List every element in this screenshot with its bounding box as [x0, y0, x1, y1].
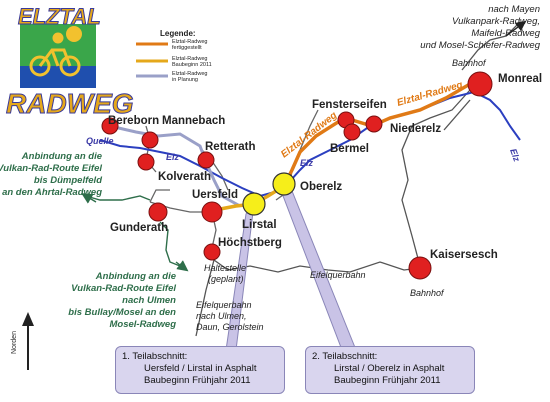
label-uersfeld: Uersfeld: [192, 189, 238, 201]
ne-note-line1: nach Mayen: [488, 4, 540, 15]
label-hoechstberg: Höchstberg: [218, 237, 282, 249]
marker-monreal: [467, 71, 493, 97]
label-eifelquerbahn: Eifelquerbahn: [310, 270, 366, 280]
marker-mannebach: [141, 131, 159, 149]
roads: [195, 21, 521, 337]
green-note-bottom: Anbindung an die Vulkan-Rad-Route Eifel …: [68, 271, 176, 330]
green-note-top: Anbindung an die Vulkan-Rad-Route Eifel …: [0, 151, 103, 198]
eifelquerbahn-note-line1: Eifelquerbahn: [196, 300, 252, 310]
green-arrow-top: [81, 193, 97, 204]
info-box-second-line3: Baubeginn Frühjahr 2011: [334, 375, 441, 386]
marker-lirstal: [242, 192, 266, 216]
label-bermel: Bermel: [330, 143, 369, 155]
green-top-line3: bis Dümpelfeld: [34, 175, 102, 186]
marker-retterath: [197, 151, 215, 169]
green-bottom-line5: Mosel-Radweg: [109, 319, 176, 330]
label-bahnhof-kaisersesch: Bahnhof: [410, 288, 445, 298]
ne-arrow: [505, 20, 527, 37]
green-top-line1: Anbindung an die: [21, 151, 103, 162]
label-geplant: (geplant): [208, 274, 244, 284]
green-bottom-line1: Anbindung an die: [95, 271, 177, 282]
info-box-second: 2. Teilabschnitt: Lirstal / Oberelz in A…: [305, 346, 475, 394]
route-planned: [109, 124, 241, 208]
info-box-first-line1: 1. Teilabschnitt:: [122, 351, 188, 362]
road-ne: [461, 21, 521, 71]
legend-title: Legende:: [160, 29, 196, 38]
green-top-line4: an den Ahrtal-Radweg: [2, 187, 102, 198]
north-arrow: Norden: [11, 312, 34, 370]
label-mannebach: Mannebach: [162, 115, 225, 127]
label-bahnhof-monreal: Bahnhof: [452, 58, 487, 68]
legend-item1-text2: fertiggestellt: [172, 45, 202, 51]
label-norden: Norden: [11, 331, 18, 354]
label-retterath: Retterath: [205, 141, 255, 153]
marker-kaisersesch: [408, 256, 432, 280]
label-elz-2: Elz: [300, 158, 314, 168]
info-box-first-line3: Baubeginn Frühjahr 2011: [144, 375, 251, 386]
green-bottom-line4: bis Bullay/Mosel an den: [68, 307, 176, 318]
label-quelle: Quelle: [86, 136, 114, 146]
green-top-line2: Vulkan-Rad-Route Eifel: [0, 163, 102, 174]
marker-uersfeld: [201, 201, 223, 223]
info-box-first: 1. Teilabschnitt: Uersfeld / Lirstal in …: [115, 346, 285, 394]
label-fensterseifen: Fensterseifen: [312, 99, 387, 111]
label-bereborn: Bereborn: [108, 115, 159, 127]
logo-text-top: ELZTAL: [18, 4, 102, 30]
info-box-second-line2: Lirstal / Oberelz in Asphalt: [334, 363, 445, 374]
green-bottom-line3: nach Ulmen: [122, 295, 176, 306]
eifelquerbahn-note-line3: Daun, Gerolstein: [196, 322, 264, 332]
eifelquerbahn-note-line2: nach Ulmen,: [196, 311, 247, 321]
green-connections: [85, 195, 181, 267]
logo: [20, 24, 96, 88]
town-markers: [101, 71, 493, 280]
road-monreal-spur: [443, 99, 471, 131]
marker-hoechstberg: [203, 243, 221, 261]
marker-oberelz: [272, 172, 296, 196]
label-monreal: Monreal: [498, 73, 542, 85]
label-kolverath: Kolverath: [158, 171, 211, 183]
marker-gunderath: [148, 202, 168, 222]
label-niederelz: Niederelz: [390, 123, 441, 135]
marker-niederelz: [365, 115, 383, 133]
label-haltestelle: Haltestelle: [204, 263, 246, 273]
cyclist-icon: [29, 26, 82, 77]
legend-item1-text1: Elztal-Radweg: [172, 39, 207, 45]
legend-item3-text1: Elztal-Radweg: [172, 71, 207, 77]
ne-note-line4: und Mosel-Schiefer-Radweg: [420, 40, 540, 51]
ne-note-line3: Maifeld-Radweg: [471, 28, 540, 39]
marker-bermel: [343, 123, 361, 141]
eifelquerbahn-south: [195, 259, 215, 337]
road-kaisersesch: [401, 89, 471, 267]
legend: Legende: Elztal-Radweg fertiggestellt El…: [136, 29, 212, 83]
label-kaisersesch: Kaisersesch: [430, 249, 498, 261]
legend-item3-text2: in Planung: [172, 77, 198, 83]
info-box-first-line2: Uersfeld / Lirstal in Asphalt: [144, 363, 257, 374]
marker-bereborn: [101, 117, 119, 135]
legend-item2-text1: Elztal-Radweg: [172, 56, 207, 62]
marker-kolverath: [137, 153, 155, 171]
label-lirstal: Lirstal: [242, 219, 277, 231]
label-elz-3: Elz: [508, 147, 522, 163]
label-elz-1: Elz: [166, 152, 180, 162]
label-oberelz: Oberelz: [300, 181, 342, 193]
green-bottom-line2: Vulkan-Rad-Route Eifel: [71, 283, 176, 294]
logo-text-bottom: RADWEG: [6, 88, 135, 120]
label-gunderath: Gunderath: [110, 222, 168, 234]
ne-note-line2: Vulkanpark-Radweg,: [452, 16, 540, 27]
info-box-second-line1: 2. Teilabschnitt:: [312, 351, 378, 362]
green-arrow-bottom: [175, 260, 189, 272]
legend-item2-text2: Baubeginn 2011: [172, 62, 212, 68]
